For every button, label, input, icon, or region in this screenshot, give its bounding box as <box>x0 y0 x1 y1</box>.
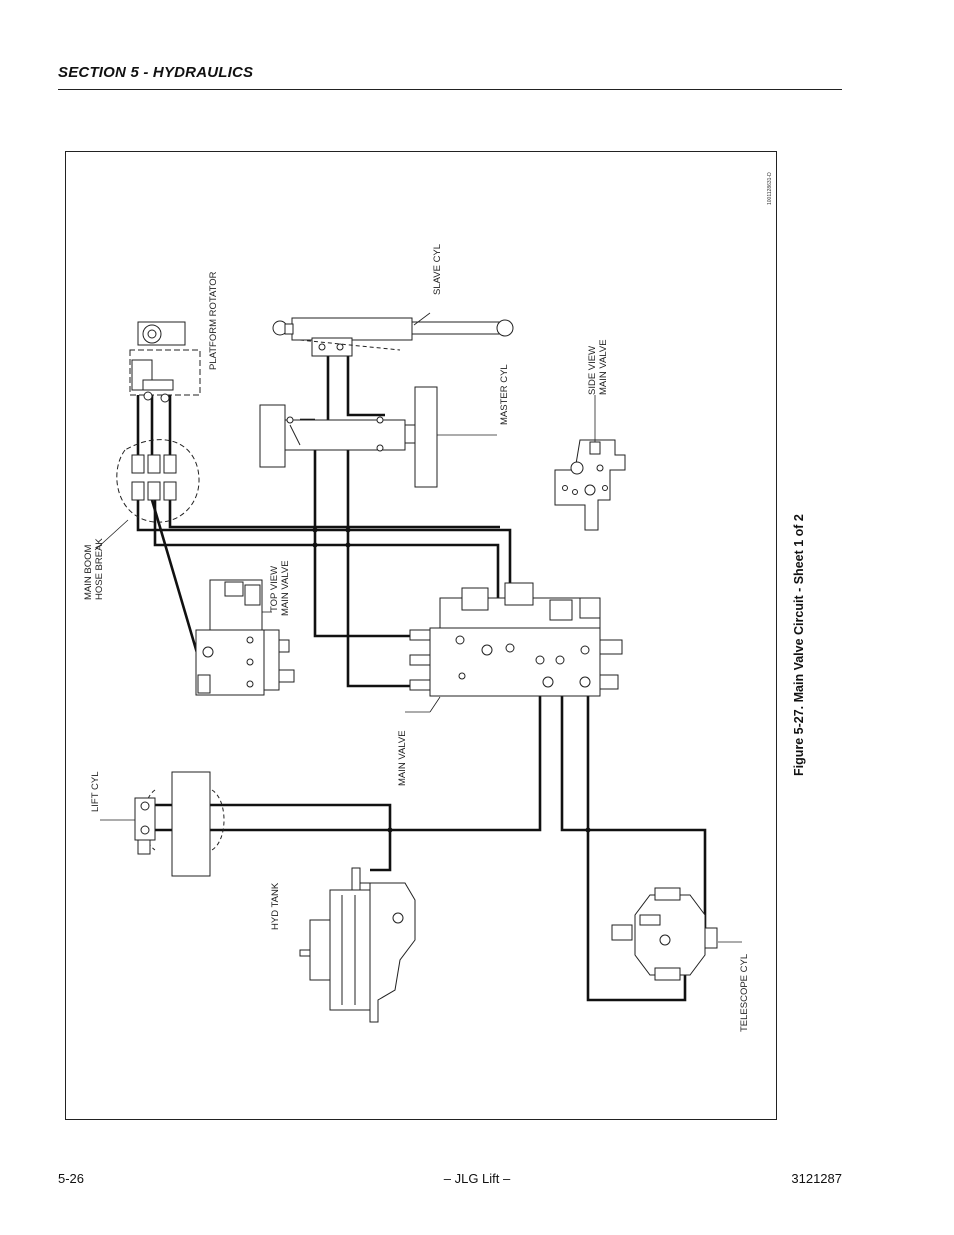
platform-rotator <box>129 321 201 403</box>
label-telescope-cyl: TELESCOPE CYL <box>739 954 750 1032</box>
label-top-view-line1: TOP VIEW <box>269 566 280 612</box>
telescope-cylinder <box>611 887 718 981</box>
footer-center-text: – JLG Lift – <box>443 1171 511 1186</box>
section-title: SECTION 5 - HYDRAULICS <box>58 64 254 81</box>
label-hose-break-line2: HOSE BREAK <box>94 538 105 600</box>
label-platform-rotator: PLATFORM ROTATOR <box>208 271 219 370</box>
side-view-main-valve <box>554 439 626 531</box>
label-hose-break-line1: MAIN BOOM <box>83 544 94 600</box>
document-number: 3121287 <box>791 1171 842 1186</box>
hose-break <box>116 439 200 523</box>
figure-caption: Figure 5-27. Main Valve Circuit - Sheet … <box>792 514 806 776</box>
component-labels: PLATFORM ROTATOR SLAVE CYL MASTER CYL SI… <box>83 172 806 1032</box>
label-side-view-line1: SIDE VIEW <box>587 346 598 395</box>
label-master-cyl: MASTER CYL <box>499 364 510 425</box>
page-number: 5-26 <box>58 1171 85 1186</box>
label-side-view-line2: MAIN VALVE <box>598 339 609 395</box>
slave-cylinder <box>272 317 514 357</box>
drawing-number: 1001128631-D <box>767 172 773 205</box>
label-main-valve: MAIN VALVE <box>397 730 408 786</box>
label-top-view-line2: MAIN VALVE <box>280 560 291 616</box>
header-rule <box>58 89 842 90</box>
hydraulic-tank <box>299 867 416 1023</box>
label-lift-cyl: LIFT CYL <box>90 772 101 812</box>
label-hyd-tank: HYD TANK <box>270 882 281 930</box>
junction-dots <box>312 527 591 833</box>
lift-cylinder <box>134 771 225 877</box>
main-valve <box>409 582 623 697</box>
label-slave-cyl: SLAVE CYL <box>432 244 443 295</box>
top-view-main-valve <box>195 579 295 696</box>
figure-frame <box>65 151 777 1120</box>
master-cylinder <box>259 386 438 488</box>
